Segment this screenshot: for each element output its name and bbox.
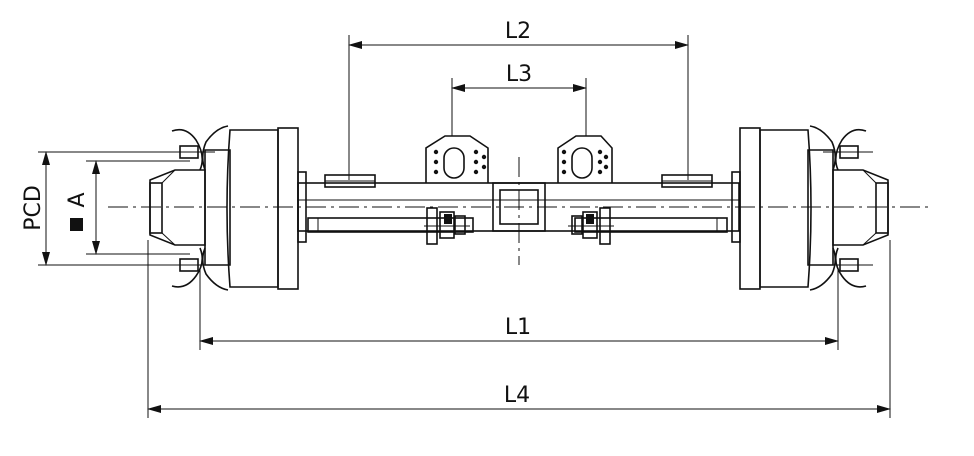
dimension-l3: L3	[451, 62, 587, 136]
l1-label: L1	[505, 315, 531, 340]
slack-adjuster-right	[568, 207, 614, 245]
l4-label: L4	[504, 383, 530, 408]
wheel-end-right	[731, 125, 889, 291]
chamber-bracket-right	[557, 135, 613, 183]
pcd-label: PCD	[21, 185, 46, 231]
dimension-a: A	[65, 160, 190, 255]
chamber-bracket-left	[425, 135, 489, 183]
dimension-l1: L1	[199, 268, 839, 350]
dimension-pcd: PCD	[21, 151, 180, 266]
brake-camshaft-left	[307, 217, 474, 233]
brake-camshaft-right	[574, 217, 728, 233]
square-symbol-icon	[70, 218, 83, 231]
dimension-l2: L2	[348, 19, 689, 180]
wheel-end-left	[149, 125, 307, 291]
square-tube-section	[492, 182, 546, 232]
spring-seat-left	[324, 174, 376, 188]
spring-seat-right	[661, 174, 713, 188]
l3-label: L3	[506, 62, 532, 87]
dimension-l4: L4	[147, 240, 891, 418]
l2-label: L2	[505, 19, 531, 44]
a-label: A	[65, 192, 90, 207]
slack-adjuster-left	[424, 207, 470, 245]
